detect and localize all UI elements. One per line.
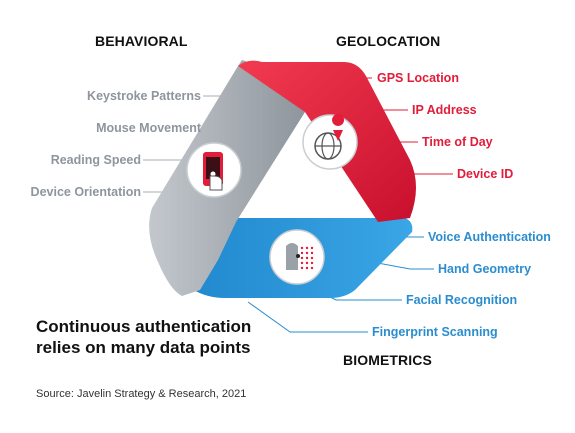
connector-fingerprint — [247, 301, 368, 333]
globe-pin-icon — [302, 114, 358, 170]
behavioral-heading: BEHAVIORAL — [95, 33, 188, 49]
biometrics-item: Voice Authentication — [428, 230, 551, 244]
behavioral-item: Mouse Movement — [96, 121, 201, 135]
connector-hand — [371, 261, 434, 270]
geolocation-item: IP Address — [412, 103, 477, 117]
source-note: Source: Javelin Strategy & Research, 202… — [36, 388, 247, 400]
behavioral-item: Reading Speed — [50, 153, 141, 167]
biometrics-item: Fingerprint Scanning — [372, 325, 498, 339]
behavioral-item: Keystroke Patterns — [87, 89, 201, 103]
geolocation-item: Time of Day — [422, 135, 493, 149]
geolocation-heading: GEOLOCATION — [336, 33, 441, 49]
phone-touch-icon — [186, 142, 242, 198]
geolocation-item: Device ID — [457, 167, 514, 181]
caption-line: Continuous authentication — [36, 317, 252, 336]
biometrics-heading: BIOMETRICS — [343, 352, 432, 368]
biometrics-item: Hand Geometry — [438, 262, 532, 276]
caption-line: relies on many data points — [36, 338, 251, 357]
face-scan-icon — [269, 229, 325, 285]
behavioral-item: Device Orientation — [30, 185, 141, 199]
caption: Continuous authentication relies on many… — [36, 316, 251, 358]
geolocation-item: GPS Location — [377, 71, 459, 85]
biometrics-item: Facial Recognition — [406, 293, 518, 307]
